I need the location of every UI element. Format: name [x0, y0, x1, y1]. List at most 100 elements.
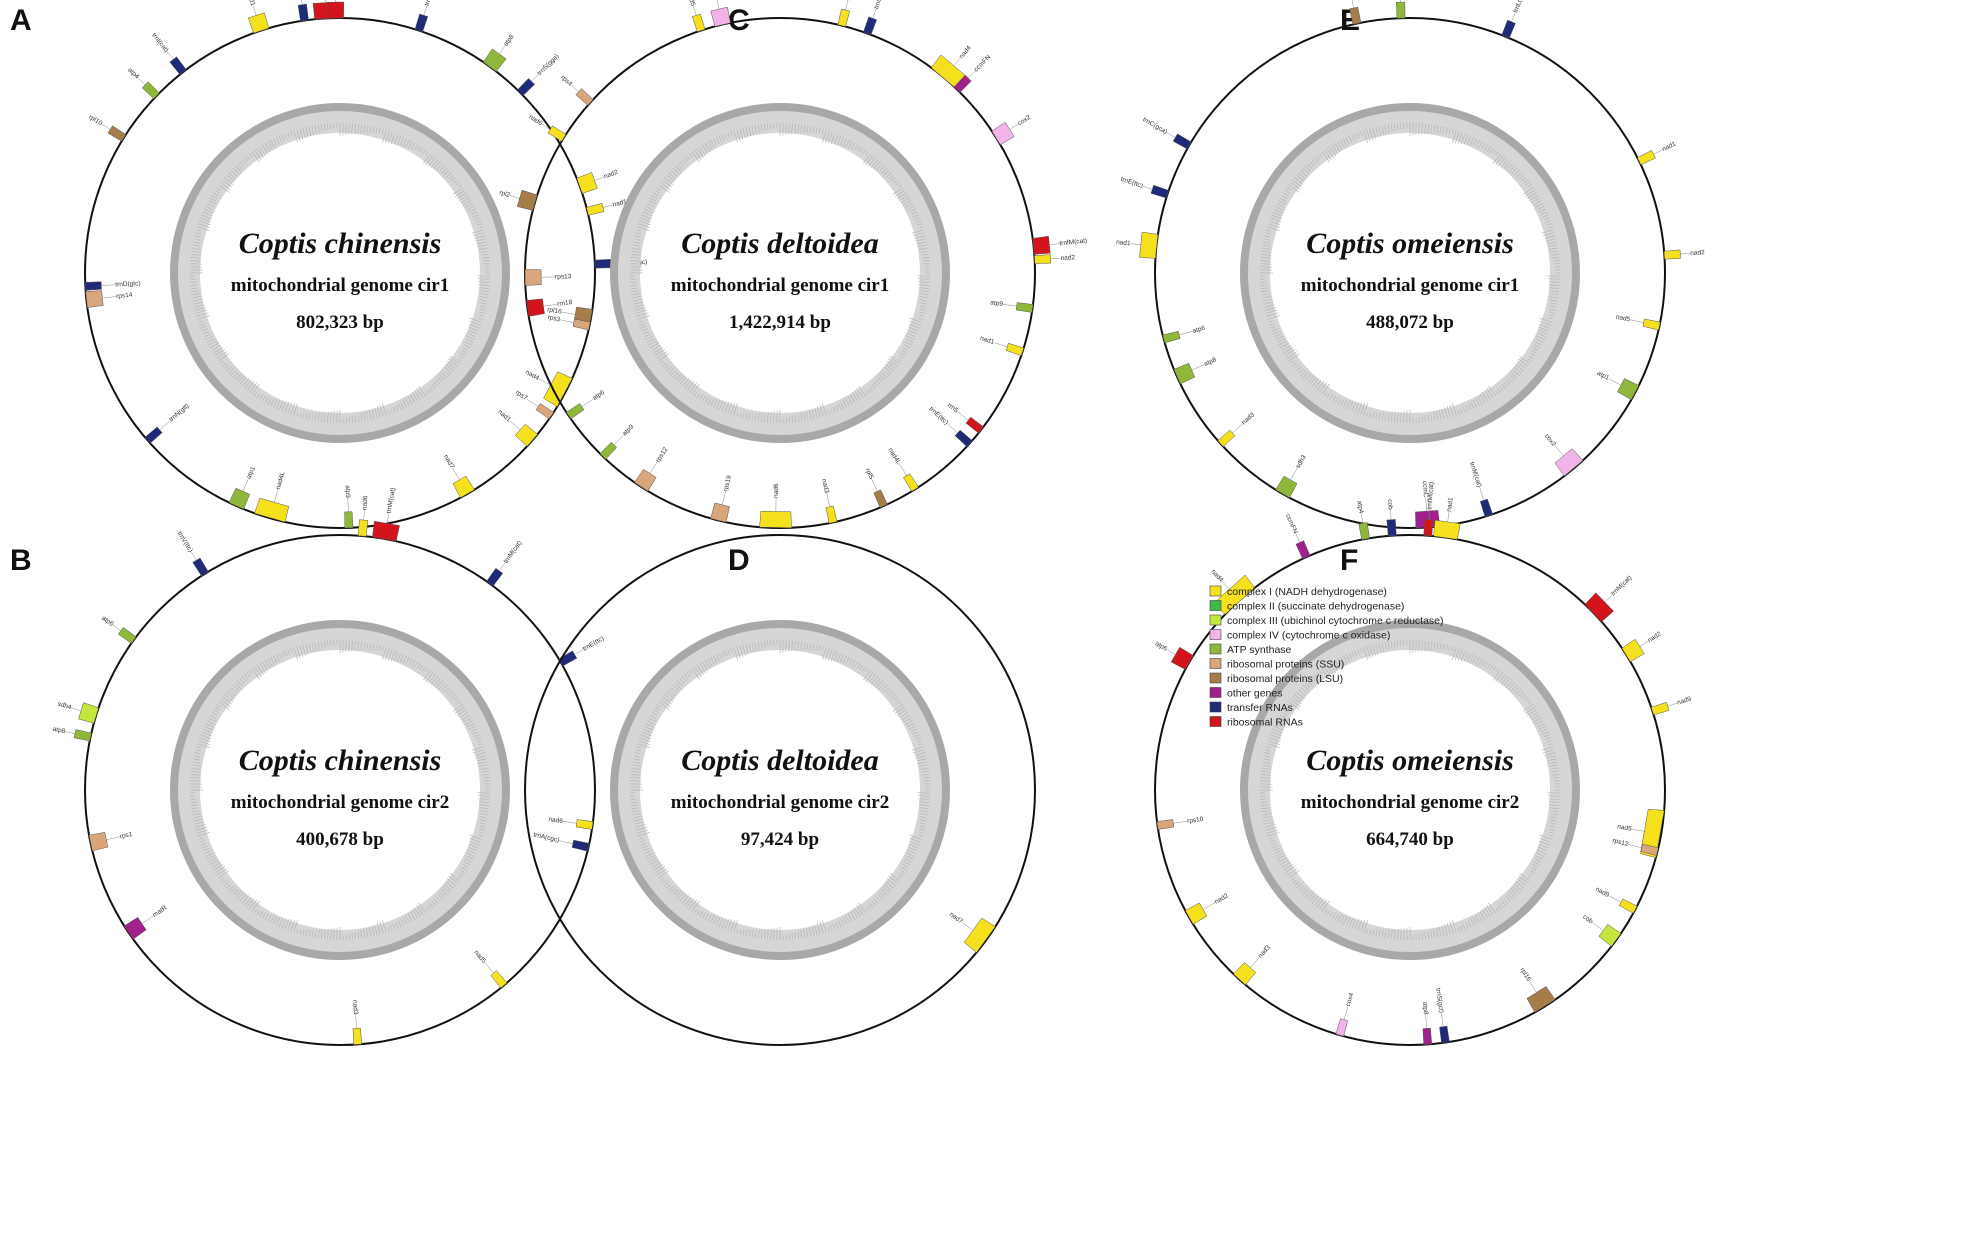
gc-texture-tick: [901, 197, 911, 204]
gc-texture-tick: [357, 641, 360, 651]
gc-texture-tick: [296, 646, 301, 659]
gc-texture-tick: [459, 711, 469, 719]
gc-texture-tick: [1472, 655, 1478, 664]
gc-texture-tick: [873, 898, 879, 904]
gc-texture-tick: [904, 203, 914, 208]
gc-texture-tick: [718, 400, 724, 411]
gc-texture-tick: [745, 126, 749, 138]
gc-texture-tick: [918, 244, 928, 248]
legend-label: transfer RNAs: [1227, 702, 1293, 714]
gc-texture-tick: [715, 137, 720, 145]
gene-block: [571, 839, 590, 852]
gc-texture-tick: [478, 244, 488, 248]
gc-texture-tick: [648, 340, 657, 346]
gc-texture-tick: [1266, 229, 1271, 232]
gc-texture-tick: [427, 905, 432, 910]
gc-texture-tick: [837, 920, 842, 928]
gc-texture-tick: [1363, 130, 1369, 143]
gc-texture-tick: [213, 347, 224, 354]
gene-label: nad4: [524, 369, 540, 382]
gc-texture-tick: [448, 174, 454, 180]
gc-texture-tick: [278, 917, 284, 928]
gc-texture-tick: [466, 722, 475, 728]
gc-texture-tick: [387, 410, 390, 415]
gc-texture-tick: [251, 151, 260, 163]
gene-leader-line: [1232, 423, 1243, 434]
gc-texture-tick: [360, 641, 363, 651]
gene-leader-line: [1191, 364, 1205, 371]
gc-texture-tick: [642, 211, 653, 217]
gc-texture-tick: [232, 888, 239, 896]
gc-texture-tick: [1538, 323, 1550, 329]
gc-texture-tick: [196, 746, 201, 749]
gc-texture-tick: [724, 133, 728, 140]
gc-texture-tick: [314, 412, 317, 421]
gene-block: [547, 125, 567, 142]
gene-block: [558, 650, 578, 667]
gc-texture-tick: [405, 397, 410, 407]
gc-texture-tick: [899, 194, 909, 202]
gc-texture-tick: [1508, 891, 1516, 898]
gc-texture-tick: [913, 734, 920, 738]
gc-texture-tick: [1549, 819, 1557, 822]
gene-leader-line: [1166, 132, 1176, 138]
gc-texture-tick: [230, 370, 237, 376]
gc-texture-tick: [1375, 126, 1379, 138]
gc-texture-tick: [910, 728, 918, 733]
gc-texture-tick: [1334, 142, 1341, 152]
gc-texture-tick: [446, 172, 452, 178]
gene-label: rps19: [722, 474, 733, 492]
gc-texture-tick: [917, 223, 922, 226]
gc-texture-tick: [479, 308, 486, 311]
gc-texture-tick: [1472, 138, 1478, 147]
gc-texture-tick: [912, 214, 919, 218]
gc-texture-tick: [901, 349, 907, 354]
gc-texture-tick: [886, 172, 892, 178]
genome-size: 97,424 bp: [741, 829, 819, 850]
gc-texture-tick: [480, 250, 489, 253]
gc-texture-tick: [1462, 406, 1466, 413]
gc-texture-tick: [1470, 401, 1475, 409]
gc-texture-tick: [686, 155, 691, 160]
gc-texture-tick: [684, 379, 692, 389]
gc-texture-tick: [1486, 387, 1494, 399]
gc-texture-tick: [256, 910, 261, 916]
gc-texture-tick: [645, 722, 654, 728]
gc-texture-tick: [1279, 342, 1289, 349]
gc-texture-tick: [308, 929, 311, 937]
gc-texture-tick: [854, 144, 859, 151]
gc-texture-tick: [397, 920, 402, 928]
gene-label: nad1: [496, 409, 512, 424]
gc-texture-tick: [845, 397, 850, 407]
gc-texture-tick: [1475, 914, 1480, 924]
gc-texture-tick: [688, 153, 693, 158]
gc-texture-tick: [478, 317, 483, 320]
gc-texture-tick: [1522, 187, 1534, 195]
gc-texture-tick: [1520, 177, 1526, 182]
gc-texture-tick: [237, 680, 243, 687]
gc-texture-tick: [463, 200, 472, 206]
gc-texture-tick: [1390, 641, 1393, 649]
gc-texture-tick: [194, 824, 206, 828]
gc-texture-tick: [462, 347, 469, 352]
gc-texture-tick: [454, 706, 466, 714]
gc-texture-tick: [760, 412, 763, 422]
gc-texture-tick: [902, 347, 909, 352]
gc-texture-tick: [414, 389, 421, 400]
gc-texture-tick: [197, 743, 210, 749]
gene-leader-line: [1390, 509, 1392, 520]
gene-label: ccmFN: [973, 54, 993, 74]
gc-texture-tick: [904, 858, 912, 863]
gc-texture-tick: [712, 138, 718, 147]
gc-texture-tick: [875, 379, 881, 385]
gc-texture-tick: [878, 891, 886, 898]
gc-texture-tick: [1507, 376, 1513, 383]
gc-texture-tick: [302, 929, 305, 936]
gc-texture-tick: [1270, 734, 1282, 740]
gc-texture-tick: [1465, 405, 1469, 412]
genome-size: 664,740 bp: [1366, 829, 1454, 850]
gc-texture-tick: [1307, 375, 1315, 383]
gc-texture-tick: [633, 821, 645, 825]
gc-texture-tick: [873, 678, 881, 687]
